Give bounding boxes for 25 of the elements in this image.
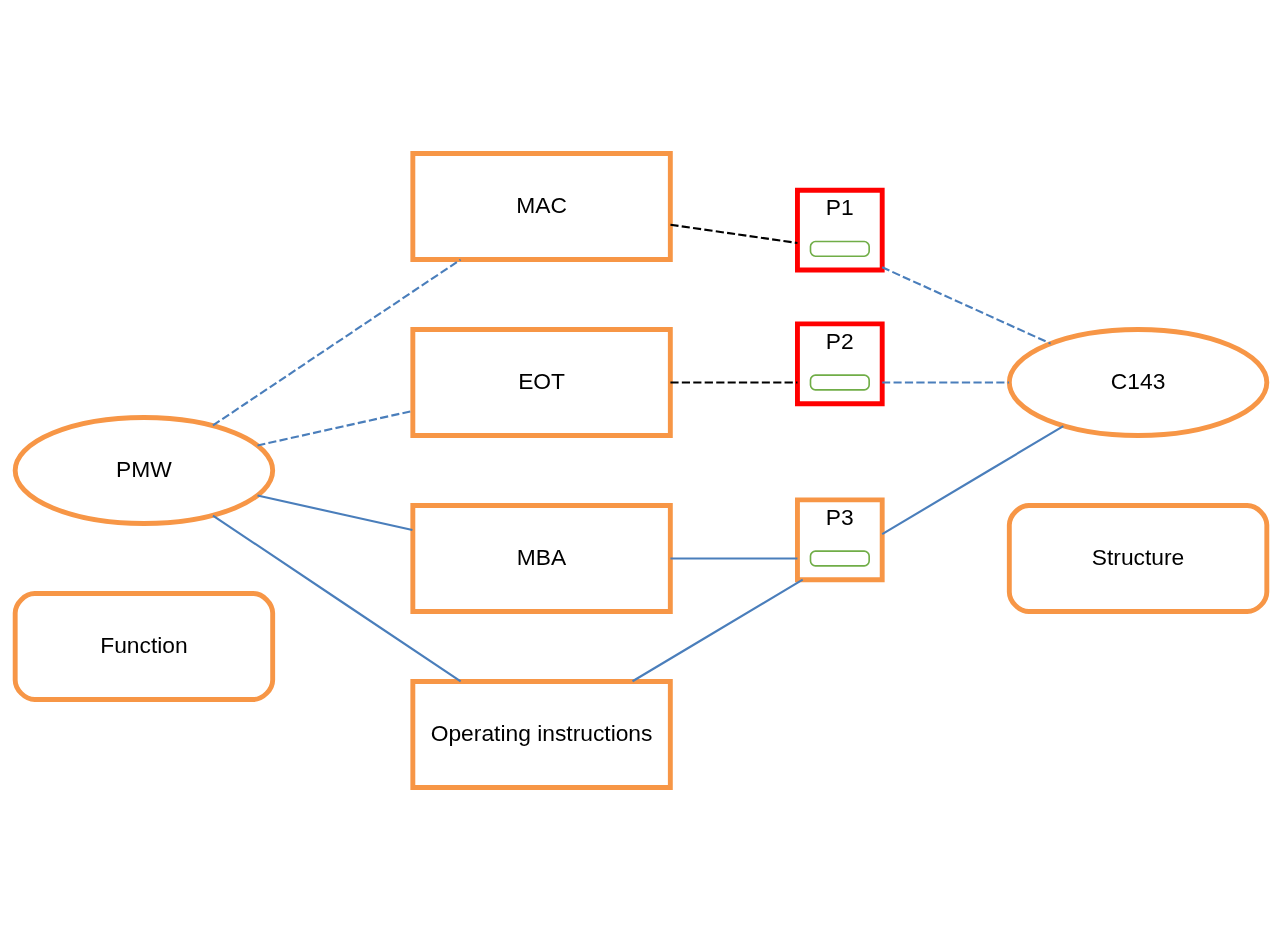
connector bbox=[881, 424, 1064, 535]
connector bbox=[670, 556, 798, 560]
node-box: EOT bbox=[410, 326, 673, 438]
node-ellipse: PMW bbox=[12, 414, 276, 526]
connector bbox=[632, 578, 804, 682]
node-box: Function bbox=[12, 590, 276, 702]
cluster: P2 bbox=[795, 320, 885, 406]
connector bbox=[670, 380, 798, 384]
connector bbox=[212, 514, 462, 682]
cluster: P1 bbox=[795, 187, 885, 272]
connector bbox=[882, 380, 1010, 384]
node-box: Structure bbox=[1006, 502, 1270, 614]
connector bbox=[881, 265, 1052, 345]
connector bbox=[257, 493, 413, 531]
node-box bbox=[809, 240, 870, 257]
cluster: P3 bbox=[795, 496, 885, 582]
node-box: MBA bbox=[410, 502, 673, 614]
connector bbox=[670, 223, 798, 244]
node-box bbox=[809, 549, 870, 567]
connector bbox=[257, 409, 413, 447]
node-ellipse: C143 bbox=[1006, 326, 1270, 438]
node-box: MAC bbox=[410, 150, 673, 262]
connector bbox=[212, 258, 462, 426]
node-box bbox=[809, 373, 870, 391]
node-box: Operating instructions bbox=[410, 678, 673, 790]
